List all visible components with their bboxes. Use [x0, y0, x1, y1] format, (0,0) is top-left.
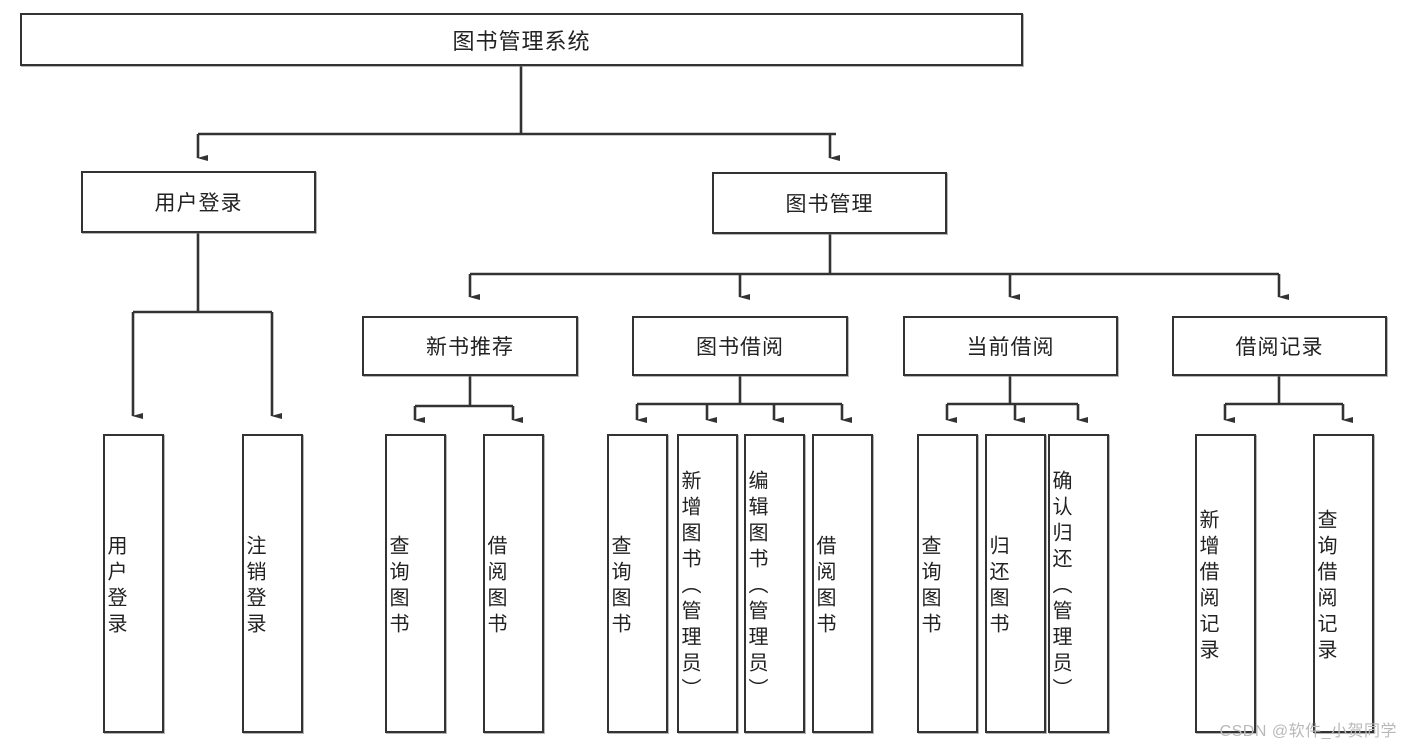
- node-root-system[interactable]: 图书管理系统: [20, 13, 1023, 66]
- node-label: 查询图书: [918, 534, 940, 639]
- node-label: 借阅图书: [484, 534, 506, 639]
- node-label: 图书借阅: [696, 336, 784, 359]
- leaf-book-borrow-lend[interactable]: 借阅图书: [812, 434, 873, 733]
- watermark-text: CSDN @软件_小贺同学: [1219, 723, 1397, 740]
- leaf-book-borrow-add[interactable]: 新增图书（管理员）: [677, 434, 738, 733]
- leaf-current-borrow-query[interactable]: 查询图书: [917, 434, 978, 733]
- node-label: 用户登录: [154, 192, 243, 215]
- leaf-book-borrow-edit[interactable]: 编辑图书（管理员）: [744, 434, 805, 733]
- node-label: 编辑图书（管理员）: [745, 469, 767, 704]
- node-current-borrow[interactable]: 当前借阅: [903, 316, 1118, 376]
- node-label: 归还图书: [986, 534, 1008, 639]
- node-label: 确认归还（管理员）: [1049, 469, 1071, 704]
- leaf-borrow-record-query[interactable]: 查询借阅记录: [1313, 434, 1374, 733]
- node-book-management[interactable]: 图书管理: [712, 172, 947, 234]
- node-label: 新增借阅记录: [1196, 508, 1218, 665]
- node-label: 图书管理系统: [452, 28, 591, 54]
- node-new-book-recommend[interactable]: 新书推荐: [362, 316, 578, 376]
- node-label: 查询图书: [608, 534, 630, 639]
- leaf-user-login-signout[interactable]: 注销登录: [242, 434, 303, 733]
- leaf-current-borrow-confirm-return[interactable]: 确认归还（管理员）: [1048, 434, 1109, 733]
- leaf-new-book-borrow[interactable]: 借阅图书: [483, 434, 544, 733]
- node-label: 借阅记录: [1235, 336, 1324, 359]
- leaf-user-login-signin[interactable]: 用户登录: [103, 434, 164, 733]
- leaf-book-borrow-query[interactable]: 查询图书: [607, 434, 668, 733]
- node-label: 当前借阅: [966, 336, 1055, 359]
- node-label: 借阅图书: [813, 534, 835, 639]
- node-label: 注销登录: [243, 534, 265, 639]
- node-label: 查询图书: [386, 534, 408, 639]
- node-label: 图书管理: [785, 193, 874, 216]
- node-book-borrow[interactable]: 图书借阅: [632, 316, 848, 376]
- node-label: 新书推荐: [426, 336, 514, 359]
- node-label: 新增图书（管理员）: [678, 469, 700, 704]
- node-label: 用户登录: [104, 534, 126, 639]
- leaf-borrow-record-add[interactable]: 新增借阅记录: [1195, 434, 1256, 733]
- node-borrow-record[interactable]: 借阅记录: [1172, 316, 1387, 376]
- node-label: 查询借阅记录: [1314, 508, 1336, 665]
- node-user-login[interactable]: 用户登录: [81, 171, 316, 233]
- leaf-new-book-query[interactable]: 查询图书: [385, 434, 446, 733]
- leaf-current-borrow-return[interactable]: 归还图书: [985, 434, 1046, 733]
